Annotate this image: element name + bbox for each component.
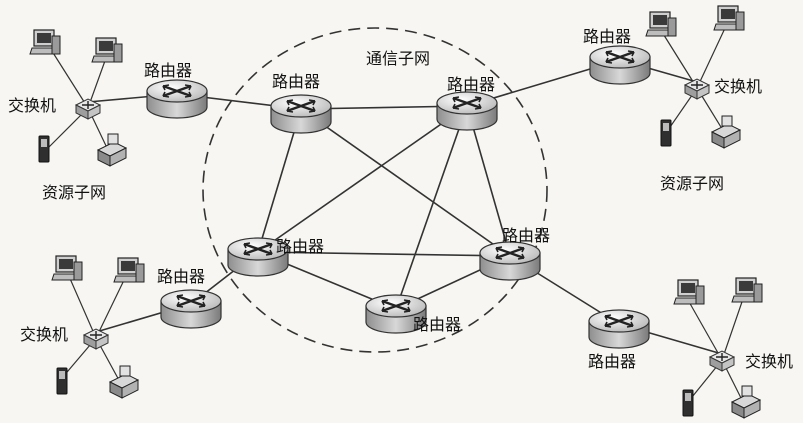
pc-icon	[92, 38, 122, 62]
handheld-icon	[57, 368, 67, 394]
resource-subnet-label: 资源子网	[660, 174, 724, 193]
router-label: 路由器	[502, 226, 550, 245]
r-top-left	[271, 95, 331, 133]
switch-label: 交换机	[714, 77, 762, 96]
r-far-right	[590, 46, 650, 84]
link-r-top-left-r-mid-right	[301, 109, 510, 256]
printer-icon	[732, 386, 760, 418]
pc-icon	[646, 12, 676, 36]
pc-icon	[30, 30, 60, 54]
r-left	[147, 80, 207, 118]
r-lower-left	[161, 290, 221, 328]
r-mid-right	[480, 242, 540, 280]
switch-label: 交换机	[745, 352, 793, 371]
router-label: 路由器	[276, 237, 324, 256]
switch-label: 交换机	[8, 96, 56, 115]
sw-bottom-left	[84, 329, 108, 349]
pc-icon	[732, 278, 762, 302]
router-label: 路由器	[413, 315, 461, 334]
router-label: 路由器	[447, 75, 495, 94]
pc-icon	[114, 258, 144, 282]
printer-icon	[712, 116, 740, 148]
pc-icon	[714, 6, 744, 30]
router-label: 路由器	[144, 61, 192, 80]
router-label: 路由器	[272, 72, 320, 91]
pc-icon	[52, 256, 82, 280]
r-lower-right	[589, 310, 649, 348]
handheld-icon	[661, 120, 671, 146]
r-top-right	[437, 92, 497, 130]
sw-bottom-right	[710, 351, 734, 371]
resource-subnet-label: 资源子网	[42, 183, 106, 202]
spokes-bottom-right	[688, 296, 744, 404]
spokes-top-left	[48, 48, 108, 150]
router-label: 路由器	[157, 267, 205, 286]
link-r-top-right-r-bottom	[396, 106, 467, 309]
switch-label: 交换机	[20, 325, 68, 344]
router-label: 路由器	[583, 27, 631, 46]
handheld-icon	[39, 136, 49, 162]
router-label: 路由器	[588, 352, 636, 371]
sw-top-right	[685, 79, 709, 99]
handheld-icon	[683, 390, 693, 416]
spokes-bottom-left	[62, 274, 126, 382]
comm-subnet-label: 通信子网	[366, 49, 430, 68]
pc-icon	[674, 280, 704, 304]
